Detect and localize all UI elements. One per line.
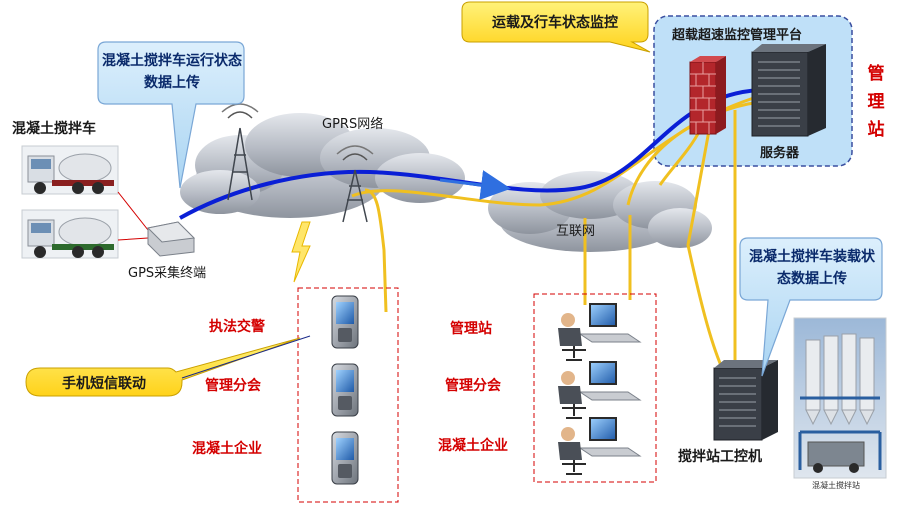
mixing-plant-photo <box>793 317 887 479</box>
mobile-phone-icon <box>331 431 359 485</box>
plant-pc-icon <box>713 360 778 441</box>
truck-upload-callout <box>97 41 245 189</box>
workstation-icon <box>558 417 642 475</box>
sms-text: 手机短信联动 <box>62 376 146 392</box>
internet-cloud <box>488 171 712 252</box>
pc-user-label: 混凝土企业 <box>438 438 508 454</box>
truck-upload-text: 混凝土搅拌车运行状态数据上传 <box>102 53 242 91</box>
mobile-users-box <box>297 287 399 503</box>
gps-terminal-label: GPS采集终端 <box>128 266 207 281</box>
pc-user-label: 管理分会 <box>445 378 501 394</box>
gps-terminal-icon <box>146 221 196 257</box>
loading-upload-text: 混凝土搅拌车装载状态数据上传 <box>749 249 875 287</box>
photo-caption: 混凝土搅拌站 <box>812 481 860 490</box>
tower-icon <box>221 103 259 201</box>
truck-icon <box>21 145 119 195</box>
workstation-icon <box>558 361 642 419</box>
internet-label: 互联网 <box>556 224 596 239</box>
mobile-user-label: 管理分会 <box>205 378 261 394</box>
sms-callout <box>25 337 301 397</box>
sms-pointer-line <box>181 335 311 379</box>
mobile-phone-icon <box>331 295 359 349</box>
monitoring-text: 运载及行车状态监控 <box>492 15 618 31</box>
plant-pc-label: 搅拌站工控机 <box>678 449 762 465</box>
gprs-label: GPRS网络 <box>322 117 384 132</box>
truck-icon <box>21 209 119 259</box>
truck-label: 混凝土搅拌车 <box>12 121 96 137</box>
pc-users-box <box>533 293 657 483</box>
truck-connector <box>117 191 149 241</box>
mobile-user-label: 执法交警 <box>209 319 265 335</box>
firewall-icon <box>689 56 726 135</box>
tower-icon <box>336 145 374 223</box>
pc-user-label: 管理站 <box>450 321 492 337</box>
server-label: 服务器 <box>760 146 800 161</box>
mobile-user-label: 混凝土企业 <box>192 441 262 457</box>
monitoring-callout <box>461 1 651 53</box>
lightning-icon <box>291 221 311 283</box>
gold-links <box>351 94 761 370</box>
mobile-phone-icon <box>331 363 359 417</box>
station-vertical-label: 管理站 <box>867 64 885 140</box>
workstation-icon <box>558 303 642 361</box>
platform-title: 超载超速监控管理平台 <box>672 28 803 43</box>
server-icon <box>751 44 826 137</box>
direction-arrow <box>439 170 511 200</box>
loading-upload-callout <box>739 237 883 377</box>
